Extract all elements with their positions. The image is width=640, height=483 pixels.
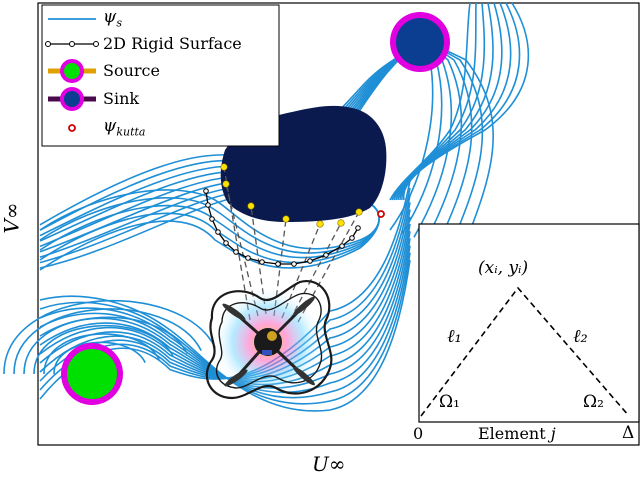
legend-sink-swatch (48, 87, 96, 111)
x-axis-label: U∞ (312, 452, 346, 476)
inset-right-angle-label: Ω₂ (583, 392, 604, 412)
inset-right-edge-label: ℓ₂ (573, 326, 588, 347)
legend-source-label: Source (103, 61, 160, 80)
drone-icon (205, 279, 333, 400)
y-axis-label: V∞ (0, 202, 24, 234)
inset-end-label: Δ (622, 423, 635, 443)
legend-streamline-label: ψs (103, 7, 122, 30)
legend-source-swatch (48, 59, 96, 83)
inset-apex-label: (xᵢ, yᵢ) (478, 258, 529, 278)
inset-left-angle-label: Ω₁ (439, 392, 460, 412)
inset-left-edge-label: ℓ₁ (447, 326, 462, 347)
legend-surface-label: 2D Rigid Surface (103, 34, 242, 53)
inset-element-label: Element j (478, 424, 556, 443)
rigid-surface-nodes (203, 188, 361, 267)
legend-sink-label: Sink (103, 89, 140, 108)
legend (41, 4, 280, 147)
legend-kutta-label: ψkutta (103, 116, 146, 139)
sink-fill (396, 18, 444, 66)
source-fill (67, 349, 117, 399)
kutta-point (377, 210, 385, 218)
legend-surface-swatch (45, 41, 99, 47)
inset-origin-label: 0 (413, 424, 424, 443)
obstacle-surface-points (220, 163, 363, 228)
element-inset (418, 223, 640, 423)
legend-kutta-swatch (68, 124, 76, 132)
